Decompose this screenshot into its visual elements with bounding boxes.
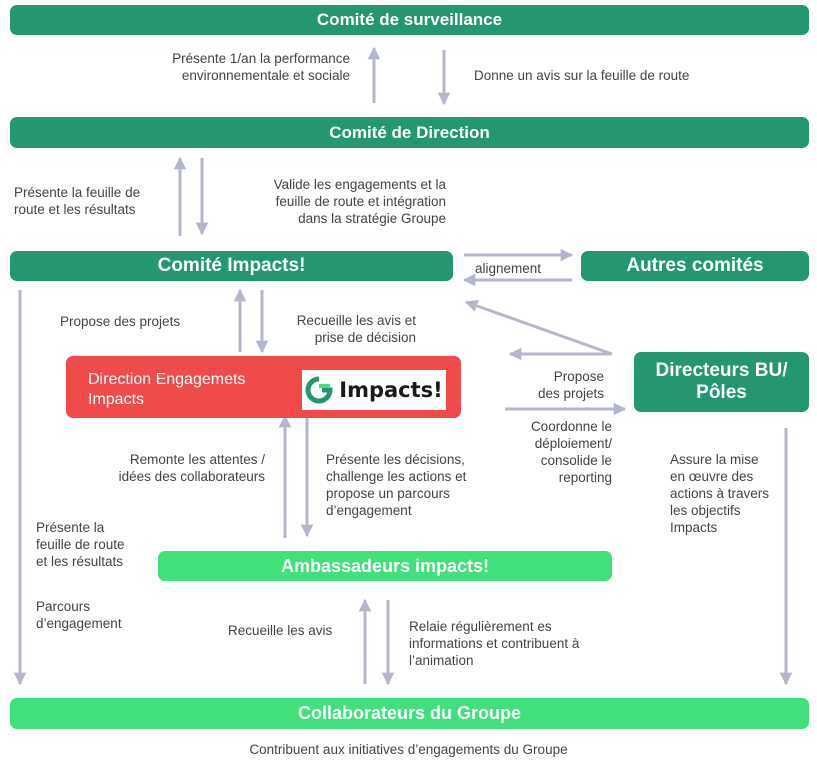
presente-feuille-text: Présente la feuille de route et les résu… bbox=[14, 184, 140, 218]
presente-feuille-line2: route et les résultats bbox=[14, 202, 136, 217]
assure-line2: en œuvre des bbox=[670, 469, 754, 484]
direction-engagements-line1: Direction Engagemets bbox=[88, 371, 246, 388]
valide-text: Valide les engagements et la feuille de … bbox=[215, 176, 446, 227]
relaie-text: Relaie régulièrement es informations et … bbox=[409, 618, 579, 669]
coordonne-line2: déploiement/ bbox=[534, 436, 612, 451]
assure-line3: actions à travers bbox=[670, 486, 770, 501]
assure-line5: Impacts bbox=[670, 520, 718, 535]
donne-avis-text: Donne un avis sur la feuille de route bbox=[474, 67, 689, 84]
presente-la-line3: et les résultats bbox=[36, 554, 124, 569]
parcours-line1: Parcours bbox=[36, 599, 91, 614]
recueille-les-avis-line: Recueille les avis bbox=[228, 623, 333, 638]
presente-decisions-line3: propose un parcours bbox=[326, 486, 450, 501]
autres-comites-label: Autres comités bbox=[626, 255, 764, 276]
presente-feuille-line1: Présente la feuille de bbox=[14, 185, 141, 200]
comite-direction-box: Comité de Direction bbox=[10, 117, 809, 148]
contribuent-line: Contribuent aux initiatives d’engagement… bbox=[249, 742, 568, 757]
parcours-line2: d’engagement bbox=[36, 616, 122, 631]
presente-la-text: Présente la feuille de route et les résu… bbox=[36, 519, 125, 570]
valide-line2: feuille de route et intégration bbox=[275, 194, 446, 209]
presente-decisions-line4: d’engagement bbox=[326, 503, 412, 518]
ambassadeurs-box: Ambassadeurs impacts! bbox=[158, 551, 612, 581]
recueille-avis-line2: prise de décision bbox=[314, 330, 416, 345]
propose-projets-line: Propose des projets bbox=[60, 314, 181, 329]
contribuent-text: Contribuent aux initiatives d’engagement… bbox=[0, 741, 817, 758]
arrow-diag-directeurs bbox=[464, 299, 613, 356]
parcours-text: Parcours d’engagement bbox=[36, 598, 122, 632]
directeurs-line2: Pôles bbox=[696, 382, 747, 403]
ambassadeurs-label: Ambassadeurs impacts! bbox=[280, 555, 490, 576]
remonte-line1: Remonte les attentes / bbox=[129, 452, 265, 467]
presente-perf-text: Présente 1/an la performance environneme… bbox=[105, 50, 350, 84]
valide-line3: dans la stratégie Groupe bbox=[298, 211, 446, 226]
autres-comites-box: Autres comités bbox=[581, 251, 809, 281]
presente-la-line1: Présente la bbox=[36, 520, 105, 535]
recueille-avis-line1: Recueille les avis et bbox=[296, 313, 416, 328]
alignement-text: alignement bbox=[475, 260, 541, 277]
coordonne-line1: Coordonne le bbox=[530, 419, 612, 434]
valide-line1: Valide les engagements et la bbox=[273, 177, 446, 192]
propose-projets-text: Propose des projets bbox=[60, 313, 180, 330]
relaie-line3: l’animation bbox=[409, 653, 474, 668]
propose-directeurs-line1: Propose bbox=[553, 369, 604, 384]
presente-perf-line2: environnementale et sociale bbox=[181, 68, 350, 83]
alignement-line: alignement bbox=[475, 261, 542, 276]
coordonne-line3: consolide le bbox=[540, 453, 612, 468]
comite-impacts-label: Comité Impacts! bbox=[157, 255, 306, 276]
propose-directeurs-text: Propose des projets bbox=[500, 368, 604, 402]
comite-direction-label: Comité de Direction bbox=[329, 122, 490, 142]
comite-surveillance-box: Comité de surveillance bbox=[10, 5, 809, 35]
comite-impacts-box: Comité Impacts! bbox=[10, 251, 453, 281]
impacts-logo: Impacts! bbox=[302, 370, 446, 410]
directeurs-line1: Directeurs BU/ bbox=[655, 360, 788, 381]
presente-decisions-line1: Présente les décisions, bbox=[326, 452, 465, 467]
direction-engagements-line2: Impacts bbox=[88, 391, 145, 408]
presente-decisions-text: Présente les décisions, challenge les ac… bbox=[326, 451, 466, 519]
presente-decisions-line2: challenge les actions et bbox=[326, 469, 467, 484]
relaie-line1: Relaie régulièrement es bbox=[409, 619, 552, 634]
coordonne-text: Coordonne le déploiement/ consolide le r… bbox=[500, 418, 612, 486]
direction-engagements-label: Direction Engagemets Impacts bbox=[88, 370, 298, 410]
donne-avis-line: Donne un avis sur la feuille de route bbox=[474, 68, 690, 83]
recueille-avis-text: Recueille les avis et prise de décision bbox=[262, 312, 416, 346]
assure-text: Assure la mise en œuvre des actions à tr… bbox=[670, 451, 769, 536]
coordonne-line4: reporting bbox=[558, 470, 612, 485]
propose-directeurs-line2: des projets bbox=[537, 386, 604, 401]
impacts-logo-icon bbox=[305, 376, 333, 404]
comite-surveillance-label: Comité de surveillance bbox=[316, 10, 503, 29]
assure-line4: les objectifs bbox=[670, 503, 741, 518]
remonte-line2: idées des collaborateurs bbox=[118, 469, 265, 484]
collaborateurs-box: Collaborateurs du Groupe bbox=[10, 698, 809, 729]
relaie-line2: informations et contribuent à bbox=[409, 636, 580, 651]
assure-line1: Assure la mise bbox=[670, 452, 759, 467]
presente-la-line2: feuille de route bbox=[36, 537, 125, 552]
recueille-les-avis-text: Recueille les avis bbox=[228, 622, 332, 639]
impacts-logo-text: Impacts! bbox=[339, 378, 443, 402]
presente-perf-line1: Présente 1/an la performance bbox=[172, 51, 350, 66]
directeurs-box: Directeurs BU/ Pôles bbox=[634, 352, 809, 412]
remonte-text: Remonte les attentes / idées des collabo… bbox=[90, 451, 265, 485]
collaborateurs-label: Collaborateurs du Groupe bbox=[297, 703, 522, 723]
